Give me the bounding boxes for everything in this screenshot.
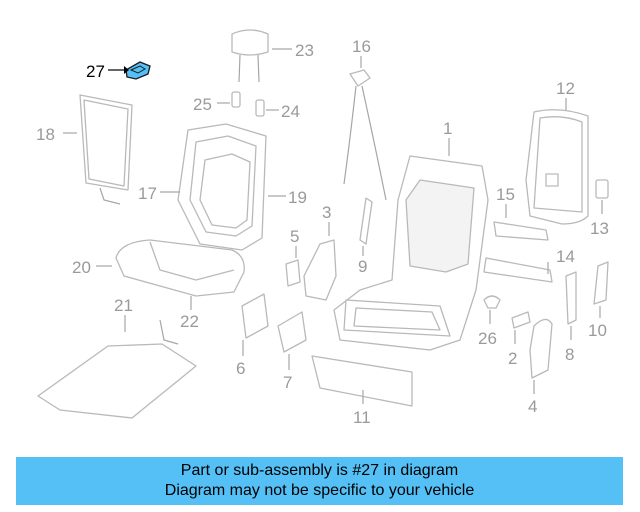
part-25-guide[interactable] [231,91,241,108]
part-11-lower-trim[interactable] [311,355,413,407]
part-17-seat-back-cover[interactable] [177,123,267,251]
part-1-seat-frame[interactable] [333,155,489,351]
part-27-highlighted[interactable] [125,61,151,80]
callout-7[interactable]: 7 [283,373,292,392]
callout-14[interactable]: 14 [556,247,575,266]
callout-22[interactable]: 22 [180,312,199,331]
callout-20[interactable]: 20 [72,258,91,277]
callout-10[interactable]: 10 [588,321,607,340]
part-4-cover[interactable] [529,318,553,379]
callout-15[interactable]: 15 [496,185,515,204]
callout-4[interactable]: 4 [528,397,537,416]
part-18-back-panel[interactable] [79,94,133,205]
info-banner: Part or sub-assembly is #27 in diagram D… [16,457,623,505]
callout-24[interactable]: 24 [281,102,300,121]
callout-16[interactable]: 16 [352,37,371,56]
part-21-carpet[interactable] [37,319,197,419]
part-7-bracket[interactable] [277,311,307,353]
part-16-cable[interactable] [343,69,387,201]
parts-diagram: 27 18 23 25 24 17 19 20 22 [36,29,609,427]
part-2-hook[interactable] [511,311,531,329]
part-14-track[interactable] [483,257,553,283]
callout-25[interactable]: 25 [193,95,212,114]
banner-line-2: Diagram may not be specific to your vehi… [164,482,475,499]
part-15-rail[interactable] [493,221,549,241]
part-5-clip[interactable] [285,259,301,287]
callout-26[interactable]: 26 [478,329,497,348]
callout-18[interactable]: 18 [36,125,55,144]
callout-11[interactable]: 11 [353,408,371,427]
callout-9[interactable]: 9 [358,257,367,276]
part-24-guide[interactable] [255,99,265,117]
part-9-strap[interactable] [359,197,373,245]
callout-12[interactable]: 12 [556,79,575,98]
callout-21[interactable]: 21 [114,296,133,315]
part-6-panel[interactable] [241,293,269,339]
callout-8[interactable]: 8 [565,345,574,364]
callout-13[interactable]: 13 [590,219,609,238]
part-8-lever[interactable] [565,271,577,325]
part-23-headrest[interactable] [231,29,269,83]
callout-27[interactable]: 27 [86,62,105,81]
callout-19[interactable]: 19 [288,188,307,207]
callout-23[interactable]: 23 [295,41,314,60]
callout-17[interactable]: 17 [138,184,157,203]
callout-2[interactable]: 2 [508,349,517,368]
part-10-strip[interactable] [593,261,609,305]
callout-1[interactable]: 1 [443,119,452,138]
callout-3[interactable]: 3 [322,203,331,222]
banner-line-1: Part or sub-assembly is #27 in diagram [180,462,459,479]
part-26-bumper[interactable] [483,295,501,309]
part-3-bracket[interactable] [303,239,337,301]
part-13-latch[interactable] [595,179,609,199]
callout-6[interactable]: 6 [236,359,245,378]
part-12-rear-panel[interactable] [525,109,589,225]
part-20-seat-cushion[interactable] [115,239,245,297]
callout-5[interactable]: 5 [290,227,299,246]
